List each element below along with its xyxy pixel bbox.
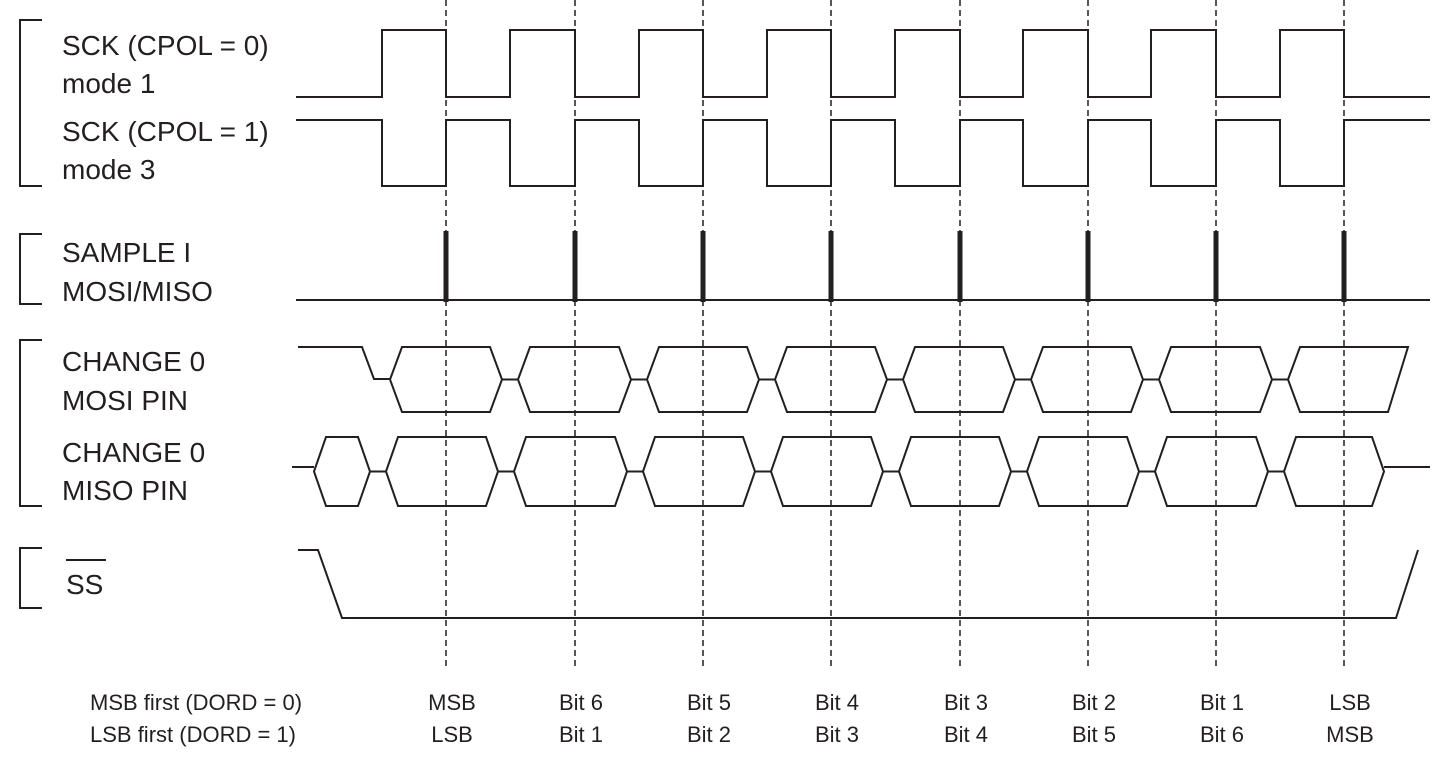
msb-first-bit-label: Bit 5 <box>687 690 731 715</box>
miso-bit-cell <box>897 436 1013 507</box>
bracket-sample <box>19 233 42 305</box>
msb-first-bit-label: Bit 2 <box>1072 690 1116 715</box>
lsb-first-bit-label: Bit 1 <box>559 722 603 747</box>
lsb-first-bit-label: Bit 5 <box>1072 722 1116 747</box>
sck-cpol0-label: SCK (CPOL = 0) <box>62 30 269 61</box>
miso-bit-cell <box>1282 436 1386 507</box>
mosi-change-label: CHANGE 0 <box>62 346 205 377</box>
lsb-first-label: LSB first (DORD = 1) <box>90 722 296 747</box>
ss-waveform <box>298 549 1419 619</box>
ss-label: SS <box>66 569 103 600</box>
sample-pins-label: MOSI/MISO <box>62 276 213 307</box>
msb-first-bit-label: LSB <box>1329 690 1371 715</box>
bracket-change <box>19 339 42 507</box>
bracket-sck <box>19 19 42 187</box>
sck-cpol1-label: SCK (CPOL = 1) <box>62 116 269 147</box>
sample-label: SAMPLE I <box>62 237 191 268</box>
mosi-tail <box>1286 346 1410 413</box>
miso-pin-label: MISO PIN <box>62 475 188 506</box>
miso-bit-cell <box>1025 436 1141 507</box>
sck-cpol0-mode-label: mode 1 <box>62 68 155 99</box>
miso-waveform <box>292 436 1430 507</box>
mosi-waveform <box>298 346 1410 413</box>
miso-bit-cell <box>1153 436 1270 507</box>
lsb-first-bit-label: Bit 2 <box>687 722 731 747</box>
mosi-pin-label: MOSI PIN <box>62 385 188 416</box>
miso-bit-cell <box>769 436 885 507</box>
sck-cpol0-waveform <box>296 29 1430 98</box>
lsb-first-bit-label: Bit 6 <box>1200 722 1244 747</box>
msb-first-label: MSB first (DORD = 0) <box>90 690 302 715</box>
sck-cpol1-waveform <box>296 119 1430 187</box>
sck-cpol1-mode-label: mode 3 <box>62 154 155 185</box>
miso-change-label: CHANGE 0 <box>62 437 205 468</box>
sample-pulses <box>443 231 1347 302</box>
lsb-first-bit-label: MSB <box>1326 722 1374 747</box>
miso-preamble-cell <box>312 436 372 507</box>
msb-first-bit-label: Bit 6 <box>559 690 603 715</box>
mosi-idle-lead <box>298 346 390 380</box>
sample-edge-guides <box>445 0 1345 668</box>
bit-order-columns: MSB LSB Bit 6 Bit 1 Bit 5 Bit 2 Bit 4 Bit 3 Bit … <box>428 690 1374 747</box>
lsb-first-bit-label: Bit 3 <box>815 722 859 747</box>
lsb-first-bit-label: LSB <box>431 722 473 747</box>
miso-bit-cell <box>384 436 500 507</box>
mosi-bit-cell <box>901 346 1017 413</box>
msb-first-bit-label: Bit 1 <box>1200 690 1244 715</box>
msb-first-bit-label: Bit 3 <box>944 690 988 715</box>
lsb-first-bit-label: Bit 4 <box>944 722 988 747</box>
miso-bit-cell <box>512 436 629 507</box>
bracket-ss <box>19 547 42 609</box>
miso-bit-cell <box>641 436 757 507</box>
msb-first-bit-label: MSB <box>428 690 476 715</box>
mosi-bit-cell <box>1029 346 1145 413</box>
msb-first-bit-label: Bit 4 <box>815 690 859 715</box>
